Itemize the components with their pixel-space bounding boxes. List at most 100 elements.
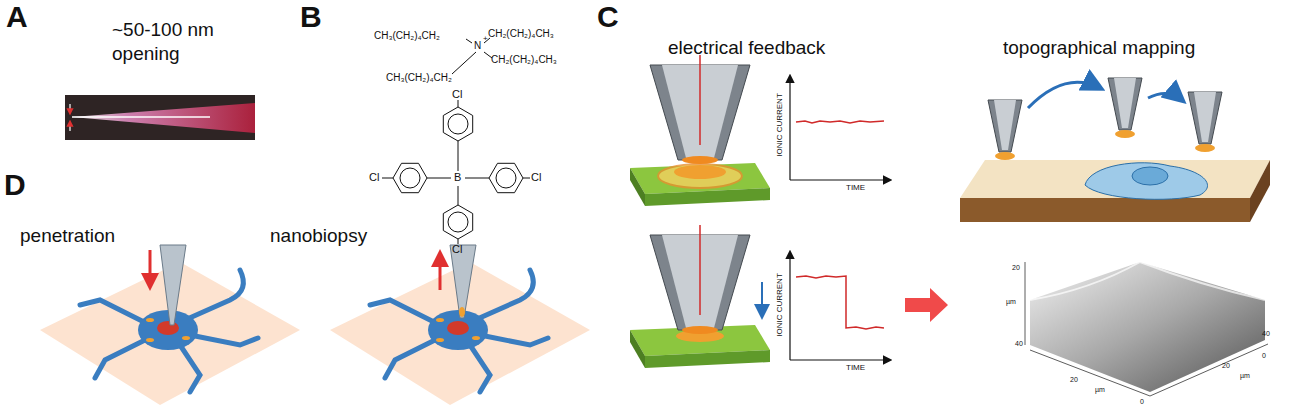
bond xyxy=(466,39,472,43)
bond xyxy=(458,186,459,205)
surface-ridge xyxy=(1030,262,1265,300)
dendrite xyxy=(385,340,435,378)
biopsy-sample xyxy=(459,307,465,317)
axis-label: TIME xyxy=(846,184,865,192)
opening-arrow xyxy=(69,122,70,131)
pipette-tip xyxy=(682,156,718,164)
panel-letter: D xyxy=(4,170,26,200)
dendrite xyxy=(370,300,440,325)
bond xyxy=(458,141,459,171)
ion-cloud xyxy=(674,165,726,179)
nanopipette xyxy=(160,245,186,325)
current-trace xyxy=(796,121,884,123)
electrode-wire xyxy=(699,55,701,145)
sample-side xyxy=(1250,160,1270,222)
tick-label: µm xyxy=(1240,372,1250,379)
cell-body xyxy=(428,310,488,350)
section-heading: electrical feedback xyxy=(668,38,825,57)
axon xyxy=(185,270,243,320)
substrate-front xyxy=(645,350,770,368)
x-axis xyxy=(790,179,890,180)
scan-arrow xyxy=(1028,82,1100,108)
opening-arrow xyxy=(69,104,70,113)
atom-label: Cl xyxy=(452,89,462,100)
pipette xyxy=(1108,78,1142,130)
bond xyxy=(452,52,476,74)
tick-label: 20 xyxy=(1070,376,1078,383)
phenyl-ring xyxy=(393,163,427,192)
axon xyxy=(475,270,533,320)
tick-label: 0 xyxy=(1262,352,1266,359)
atom-label: N xyxy=(474,41,481,51)
pipette-photo xyxy=(65,95,255,140)
motion-arrow xyxy=(439,255,442,290)
pipette-glow xyxy=(72,103,255,133)
axis-label: TIME xyxy=(846,364,865,372)
tick-label: µm xyxy=(1095,386,1105,393)
approach-arrow xyxy=(761,282,763,316)
pipette-inner xyxy=(994,100,1016,150)
bond xyxy=(382,178,393,179)
bond xyxy=(465,178,489,179)
atom-label: B xyxy=(454,172,461,183)
nucleus xyxy=(447,321,469,335)
plot-axis xyxy=(1030,350,1150,396)
step-label: nanobiopsy xyxy=(270,226,367,245)
axis-label: IONIC CURRENT xyxy=(776,93,784,157)
pipette-tip xyxy=(1115,130,1135,138)
tick-label: 20 xyxy=(1012,264,1020,271)
aromatic-circle xyxy=(400,168,420,188)
ion-cloud xyxy=(658,164,742,188)
charge-label: + xyxy=(483,35,488,43)
dendrite xyxy=(80,300,150,325)
plot-axis xyxy=(1025,262,1026,345)
bond xyxy=(484,52,492,58)
substrate-side xyxy=(630,168,645,206)
dendrite xyxy=(190,335,258,345)
panel-letter: C xyxy=(597,2,619,32)
phenyl-ring xyxy=(489,163,523,192)
panel-letter: B xyxy=(300,2,322,32)
pipette xyxy=(988,100,1022,152)
atom-label: Cl xyxy=(452,244,462,255)
tick-label: 40 xyxy=(1015,340,1023,347)
chem-group: CH₃(CH₂)₄CH₂ xyxy=(386,73,452,83)
bond xyxy=(523,178,530,179)
organelle xyxy=(182,336,190,340)
y-axis xyxy=(789,252,790,360)
organelle xyxy=(436,338,444,342)
substrate-side xyxy=(630,330,645,368)
bond xyxy=(427,178,451,179)
pipette-inner xyxy=(1114,78,1136,128)
sample-front xyxy=(960,198,1250,222)
organelle xyxy=(472,336,480,340)
scan-arrow xyxy=(1148,93,1182,100)
cell-nucleus xyxy=(1132,167,1168,185)
panel-letter: A xyxy=(6,2,28,32)
atom-label: Cl xyxy=(369,172,379,183)
atom-label: Cl xyxy=(531,172,541,183)
chem-group: CH₃(CH₂)₄CH₂ xyxy=(374,31,440,41)
pipette-tip xyxy=(1195,144,1215,152)
dendrite xyxy=(470,345,490,392)
nucleus xyxy=(157,321,179,335)
phenyl-ring xyxy=(443,205,472,239)
topography-surface xyxy=(1030,262,1265,392)
current-trace xyxy=(796,276,884,329)
motion-arrow xyxy=(149,250,152,285)
pipette-inner xyxy=(1194,92,1216,142)
cell xyxy=(1085,163,1208,200)
organelle xyxy=(146,338,154,342)
x-axis xyxy=(790,359,890,360)
pipette-tip xyxy=(682,326,718,334)
aromatic-circle xyxy=(448,212,468,232)
dimension-label: ~50-100 nm xyxy=(112,20,214,39)
organelle xyxy=(436,318,444,322)
tick-label: µm xyxy=(1006,298,1016,305)
step-label: penetration xyxy=(20,226,115,245)
phenyl-ring xyxy=(443,107,472,141)
tick-label: 20 xyxy=(1222,362,1230,369)
cell-body xyxy=(138,310,198,350)
